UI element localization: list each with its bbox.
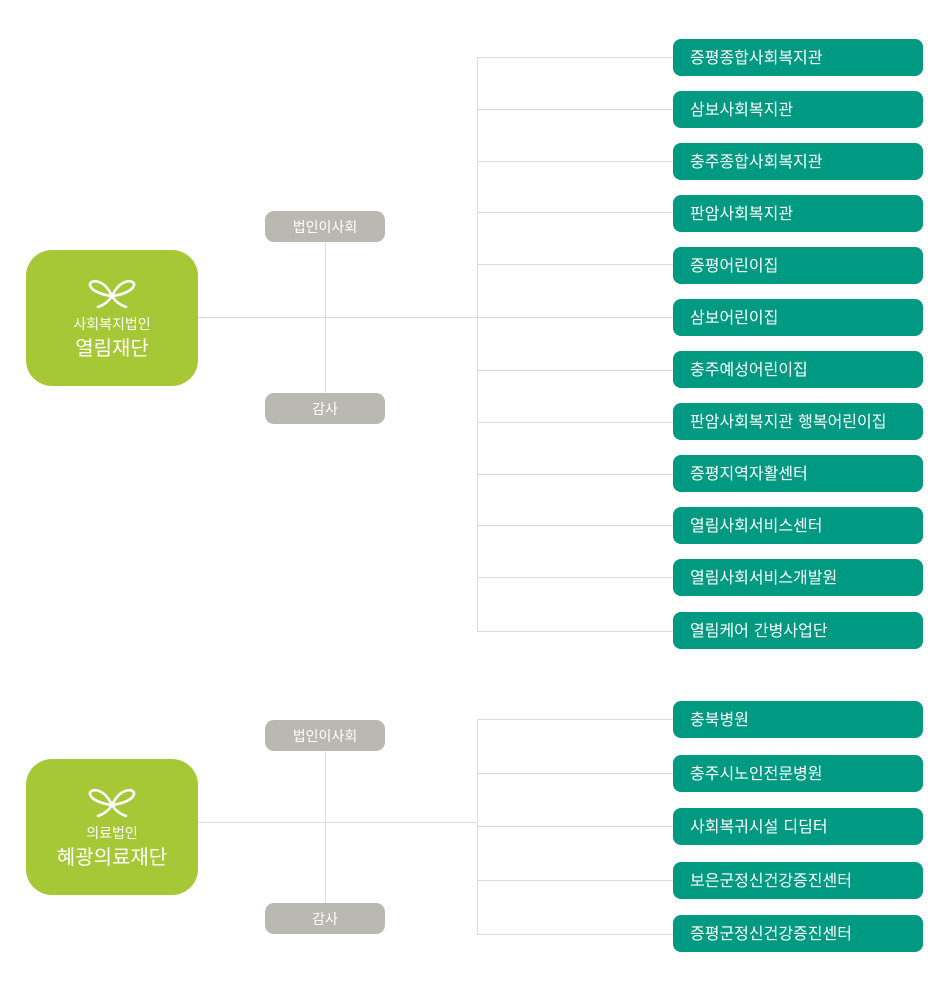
connector	[477, 826, 673, 827]
connector	[325, 242, 326, 393]
branch-node: 증평지역자활센터	[673, 455, 923, 492]
connector	[477, 57, 673, 58]
branch-node: 열림사회서비스개발원	[673, 559, 923, 596]
connector	[477, 422, 673, 423]
connector	[477, 161, 673, 162]
connector	[477, 264, 673, 265]
connector	[477, 719, 673, 720]
connector	[198, 822, 478, 823]
root-title: 혜광의료재단	[56, 845, 168, 869]
branch-node: 충북병원	[673, 701, 923, 738]
branch-node: 충주종합사회복지관	[673, 143, 923, 180]
branch-node: 사회복귀시설 디딤터	[673, 808, 923, 845]
sprout-icon	[88, 788, 136, 818]
branch-node: 삼보어린이집	[673, 299, 923, 336]
connector	[477, 212, 673, 213]
root-node: 의료법인 혜광의료재단	[26, 759, 198, 895]
board-pill: 법인이사회	[265, 720, 385, 751]
connector	[477, 57, 478, 631]
branch-node: 열림사회서비스센터	[673, 507, 923, 544]
audit-pill: 감사	[265, 393, 385, 424]
branch-node: 보은군정신건강증진센터	[673, 862, 923, 899]
branch-node: 충주예성어린이집	[673, 351, 923, 388]
root-subtitle: 사회복지법인	[73, 317, 151, 333]
connector	[477, 370, 673, 371]
root-title: 열림재단	[75, 336, 149, 360]
connector	[325, 751, 326, 903]
branch-node: 삼보사회복지관	[673, 91, 923, 128]
branch-node: 열림케어 간병사업단	[673, 612, 923, 649]
connector	[477, 880, 673, 881]
board-pill: 법인이사회	[265, 211, 385, 242]
branch-node: 판암사회복지관	[673, 195, 923, 232]
connector	[198, 317, 478, 318]
connector	[477, 109, 673, 110]
branch-node: 증평군정신건강증진센터	[673, 915, 923, 952]
sprout-icon	[88, 279, 136, 309]
root-node: 사회복지법인 열림재단	[26, 250, 198, 386]
branch-node: 증평어린이집	[673, 247, 923, 284]
branch-node: 충주시노인전문병원	[673, 755, 923, 792]
connector	[477, 577, 673, 578]
audit-pill: 감사	[265, 903, 385, 934]
connector	[477, 525, 673, 526]
branch-node: 판암사회복지관 행복어린이집	[673, 403, 923, 440]
connector	[477, 934, 673, 935]
connector	[477, 474, 673, 475]
branch-node: 증평종합사회복지관	[673, 39, 923, 76]
connector	[477, 317, 673, 318]
connector	[477, 773, 673, 774]
connector	[477, 631, 673, 632]
root-subtitle: 의료법인	[86, 826, 138, 842]
